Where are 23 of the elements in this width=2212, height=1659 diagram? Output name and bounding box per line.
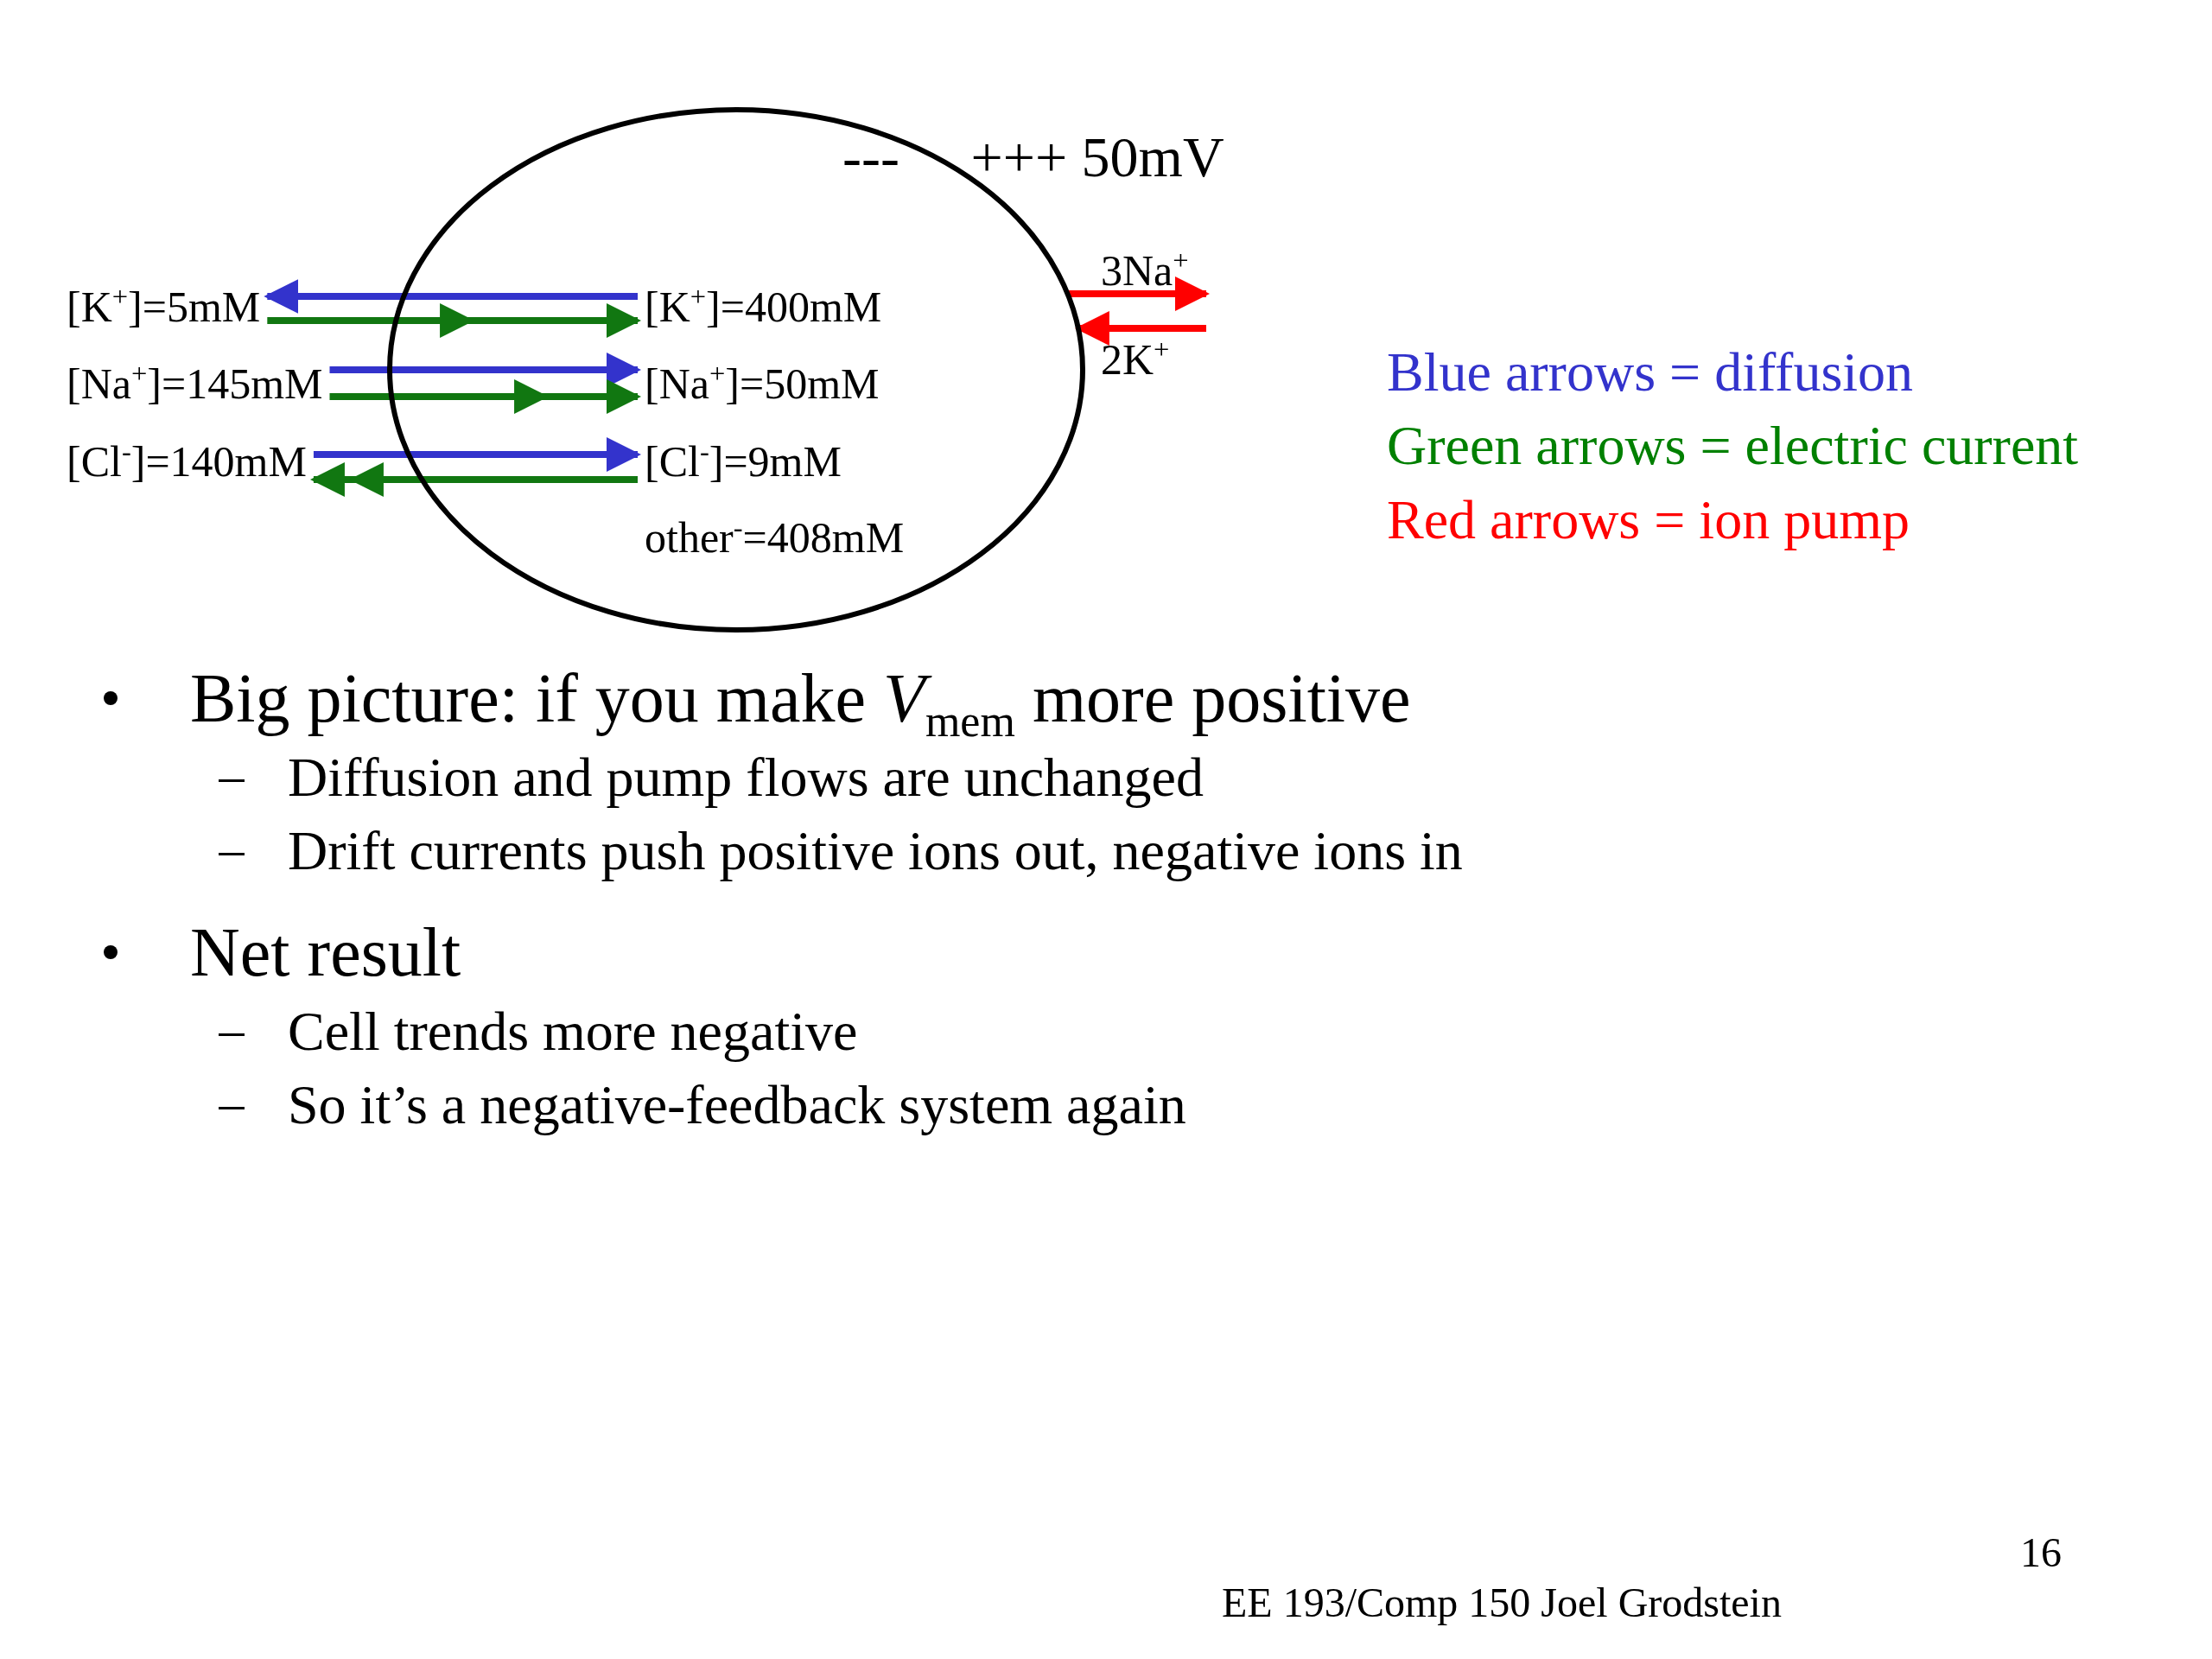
legend-entry: Blue arrows = diffusion <box>1387 340 1914 404</box>
concentration-label: other$^{-}$=408mM <box>645 512 905 563</box>
bullet-text: Cell trends more negative <box>288 1000 858 1064</box>
legend-entry: Red arrows = ion pump <box>1387 488 1910 552</box>
concentration-label: [Na$^{+}$]=50mM <box>645 359 880 409</box>
page-number: 16 <box>2020 1529 2062 1577</box>
bullet-text: Big picture: if you make V$_{mem}$ more positive <box>190 659 1411 740</box>
ion-count-label: 2K$^{+}$ <box>1101 334 1170 385</box>
concentration-label: [K$^{+}$]=400mM <box>645 282 882 332</box>
arrow <box>1067 276 1210 311</box>
membrane-voltage-label: --- +++ 50mV <box>842 124 1224 190</box>
concentration-label: [Cl$^{-}$]=140mM <box>67 436 307 486</box>
concentration-label: [Na$^{+}$]=145mM <box>67 359 323 409</box>
concentration-label: [K$^{+}$]=5mM <box>67 282 261 332</box>
bullet-text: So it’s a negative-feedback system again <box>288 1073 1186 1137</box>
footer-text: EE 193/Comp 150 Joel Grodstein <box>1222 1579 1782 1627</box>
concentration-label: [Cl$^{-}$]=9mM <box>645 436 842 486</box>
bullet-text: Net result <box>190 913 461 992</box>
ion-count-label: 3Na$^{+}$ <box>1101 245 1189 296</box>
bullet-text: Diffusion and pump flows are unchanged <box>288 746 1204 810</box>
cell-ellipse <box>386 106 1086 633</box>
legend-entry: Green arrows = electric current <box>1387 414 2079 478</box>
bullet-text: Drift currents push positive ions out, negative ions in <box>288 819 1463 883</box>
